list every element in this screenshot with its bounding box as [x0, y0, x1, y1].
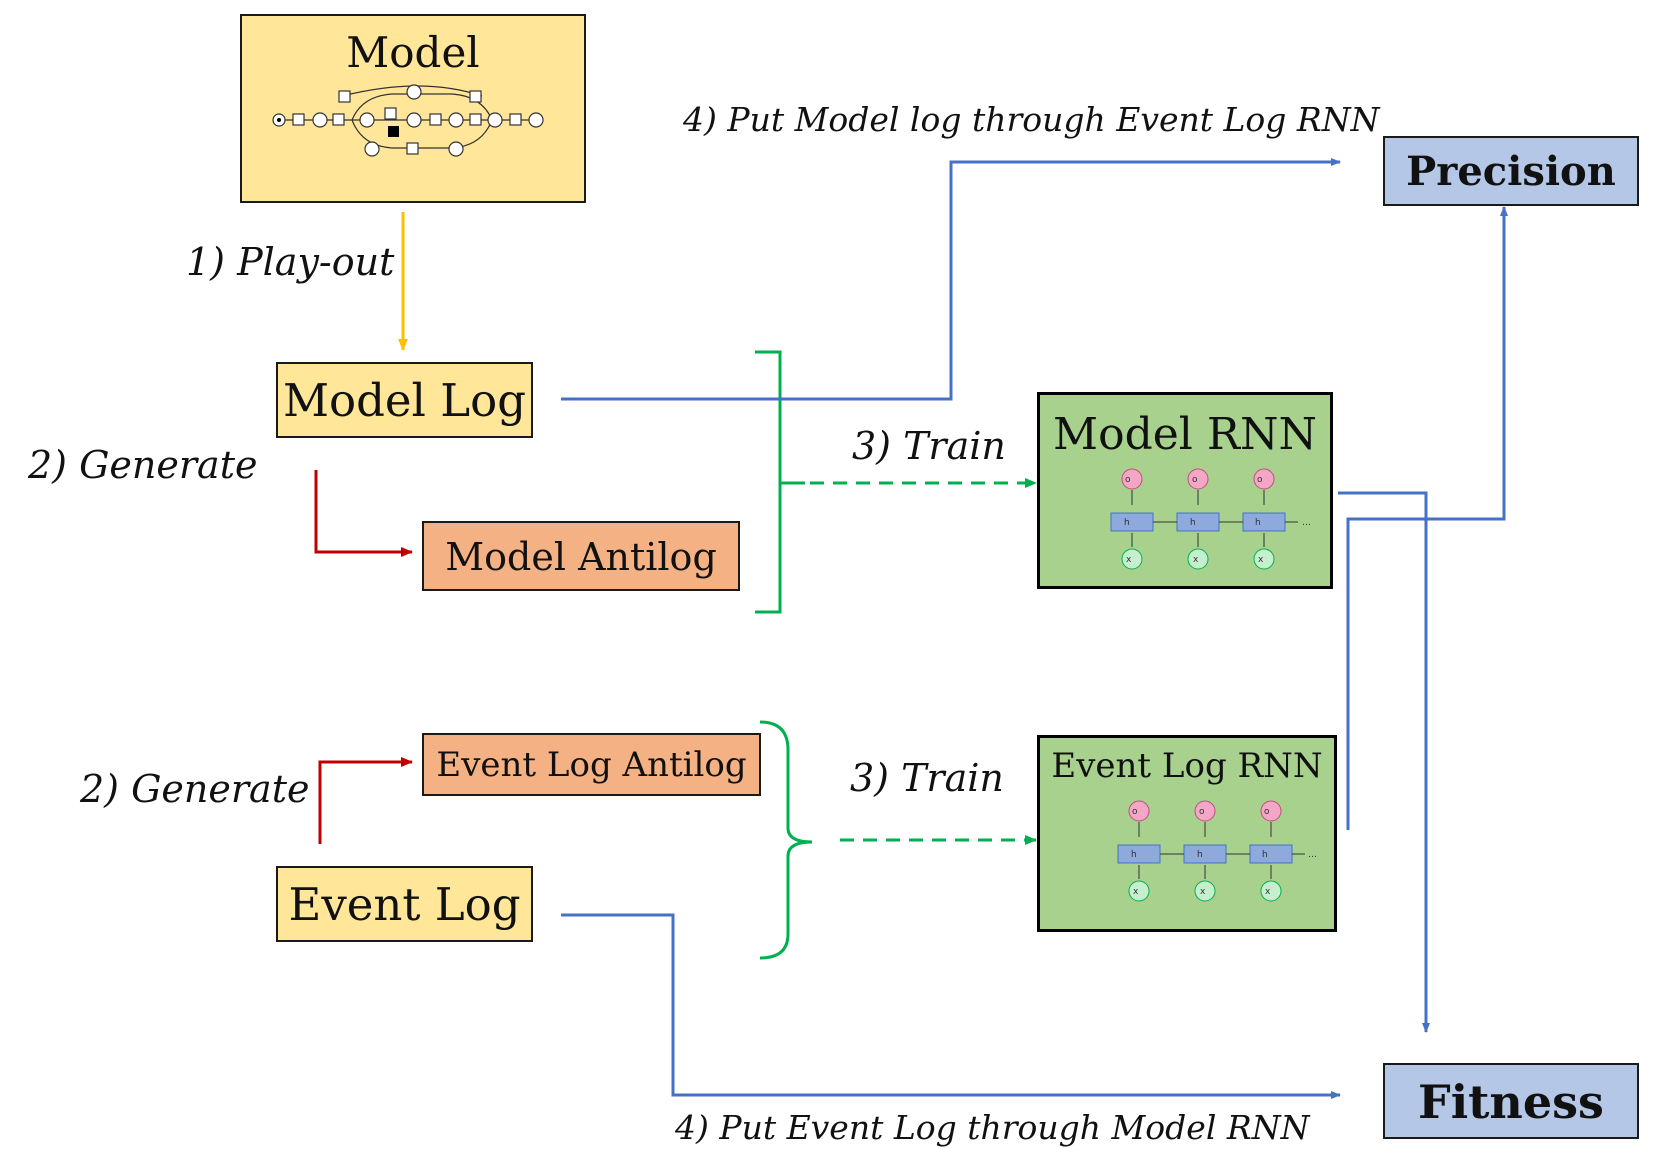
svg-text:x: x	[1258, 555, 1264, 565]
svg-text:o: o	[1257, 475, 1263, 485]
svg-text:h: h	[1197, 850, 1203, 860]
svg-text:h: h	[1255, 518, 1261, 528]
svg-text:o: o	[1199, 807, 1205, 817]
model-log-to-precision-arrow	[561, 158, 1341, 401]
generate-model-label: 2) Generate	[28, 443, 258, 487]
event-log-to-fitness-arrow	[561, 913, 1341, 1099]
precision-label: Precision	[1406, 148, 1616, 195]
model-log-label: Model Log	[282, 374, 527, 427]
svg-text:o: o	[1192, 475, 1198, 485]
train-event-label: 3) Train	[850, 756, 1004, 800]
svg-text:h: h	[1262, 850, 1268, 860]
rnn-cell-1: o h x	[1117, 800, 1161, 902]
model-log-box: Model Log	[276, 362, 533, 438]
fitness-box: Fitness	[1383, 1063, 1639, 1139]
put-event-log-label: 4) Put Event Log through Model RNN	[675, 1108, 1310, 1147]
generate-model-arrow	[314, 470, 413, 557]
svg-text:x: x	[1133, 887, 1139, 897]
event-log-rnn-box: Event Log RNN o h x o h x	[1037, 735, 1337, 932]
playout-label: 1) Play-out	[186, 240, 395, 284]
svg-text:o: o	[1125, 475, 1131, 485]
model-title: Model	[346, 28, 480, 77]
svg-text:h: h	[1190, 518, 1196, 528]
model-box: Model	[240, 14, 586, 203]
svg-text:x: x	[1193, 555, 1199, 565]
rnn-cell-3: o h x	[1249, 800, 1293, 902]
rnn-cell-2: o h x	[1176, 468, 1220, 570]
event-bracket	[759, 720, 813, 960]
event-log-rnn-label: Event Log RNN	[1051, 746, 1323, 786]
event-log-antilog-label: Event Log Antilog	[436, 745, 747, 785]
generate-event-label: 2) Generate	[80, 767, 310, 811]
svg-text:h: h	[1131, 850, 1137, 860]
model-antilog-label: Model Antilog	[445, 535, 717, 579]
svg-text:o: o	[1132, 807, 1138, 817]
fitness-label: Fitness	[1418, 1075, 1604, 1129]
svg-text:x: x	[1265, 887, 1271, 897]
event-log-box: Event Log	[276, 866, 533, 942]
rnn-cell-1: o h x	[1110, 468, 1154, 570]
svg-text:x: x	[1200, 887, 1206, 897]
train-model-label: 3) Train	[852, 424, 1006, 468]
model-antilog-box: Model Antilog	[422, 521, 740, 591]
event-log-label: Event Log	[288, 878, 521, 931]
model-rnn-box: Model RNN o h x o h x	[1037, 392, 1333, 589]
svg-text:…: …	[1308, 850, 1317, 860]
model-bracket	[755, 350, 805, 614]
model-rnn-unrolled-diagram: o h x o h x o h x …	[1110, 468, 1311, 570]
svg-text:h: h	[1124, 518, 1130, 528]
put-model-log-label: 4) Put Model log through Event Log RNN	[683, 100, 1380, 139]
rnn-cell-2: o h x	[1183, 800, 1227, 902]
svg-text:…: …	[1302, 518, 1311, 528]
svg-text:o: o	[1264, 807, 1270, 817]
event-rnn-to-precision-arrow	[1346, 206, 1508, 830]
model-rnn-label: Model RNN	[1053, 409, 1317, 460]
generate-event-arrow	[318, 757, 413, 844]
precision-box: Precision	[1383, 136, 1639, 206]
svg-text:x: x	[1126, 555, 1132, 565]
petri-net-image	[272, 84, 544, 157]
event-log-antilog-box: Event Log Antilog	[422, 733, 761, 796]
model-rnn-to-fitness-arrow	[1338, 491, 1430, 1033]
event-log-rnn-unrolled-diagram: o h x o h x o h x …	[1117, 800, 1317, 902]
rnn-cell-3: o h x	[1242, 468, 1286, 570]
